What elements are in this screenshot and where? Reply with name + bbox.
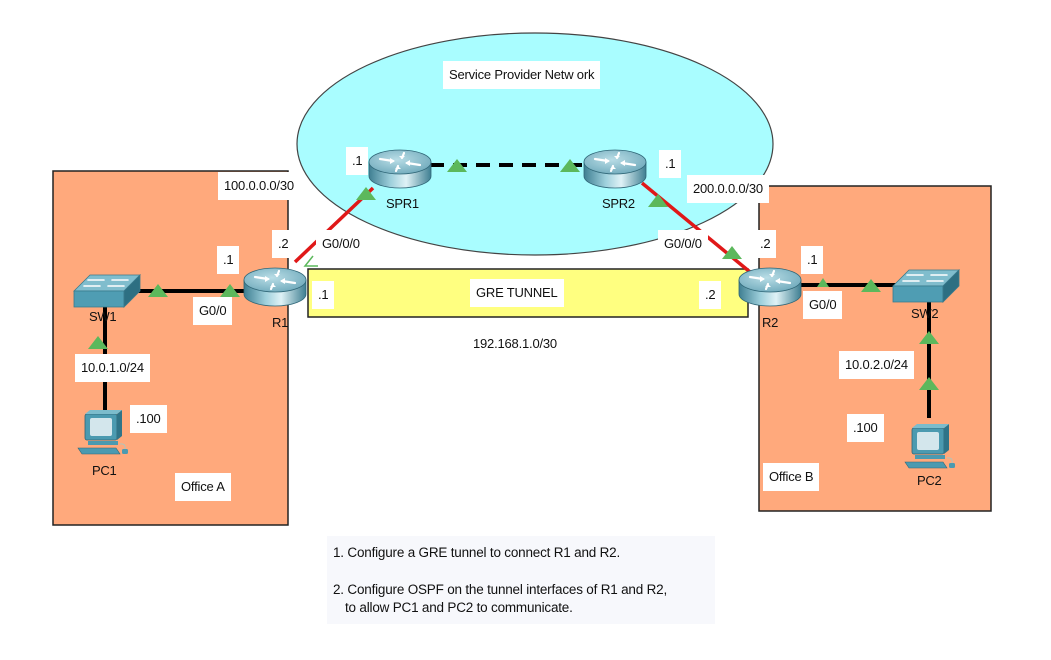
router-spr2-icon[interactable] — [582, 148, 648, 190]
link-up-icon — [919, 377, 939, 390]
link-up-icon — [88, 336, 108, 349]
r1-lan-address-label: .1 — [217, 246, 240, 274]
link-down-icon — [303, 255, 318, 267]
r2-wan-interface-label: G0/0/0 — [658, 230, 708, 258]
link-up-icon — [356, 187, 376, 200]
router-r1-icon[interactable] — [242, 266, 308, 308]
sw2-name: SW2 — [911, 306, 939, 321]
office-a-region — [52, 170, 289, 526]
pc1-address-label: .100 — [130, 405, 167, 433]
office-b-region — [758, 185, 992, 512]
spr2-name: SPR2 — [602, 196, 635, 211]
link-up-icon — [861, 279, 881, 292]
tunnel-r2-address-label: .2 — [699, 281, 722, 309]
tunnel-r1-address-label: .1 — [312, 281, 335, 309]
link-up-icon — [817, 278, 829, 287]
sw1-name: SW1 — [89, 309, 117, 324]
r1-name: R1 — [272, 315, 289, 330]
lan-a-network-label: 10.0.1.0/24 — [75, 354, 150, 382]
spr2-address-label: .1 — [659, 150, 682, 178]
office-a-label: Office A — [175, 473, 231, 501]
r2-lan-address-label: .1 — [801, 246, 824, 274]
tunnel-network-label: 192.168.1.0/30 — [467, 330, 563, 358]
link-r1-spr1 — [293, 186, 375, 264]
link-up-icon — [220, 284, 240, 297]
instruction-step-2-line-2: to allow PC1 and PC2 to communicate. — [345, 600, 573, 615]
r2-spr2-network-label: 200.0.0.0/30 — [687, 175, 769, 203]
r2-wan-address-label: .2 — [754, 230, 777, 258]
spr1-name: SPR1 — [386, 196, 419, 211]
link-up-icon — [919, 331, 939, 344]
link-up-icon — [560, 159, 580, 172]
gre-tunnel-label: GRE TUNNEL — [470, 279, 564, 307]
r1-spr1-network-label: 100.0.0.0/30 — [218, 172, 300, 200]
spr1-address-label: .1 — [346, 147, 369, 175]
link-status-indicators — [88, 159, 939, 390]
lan-b-network-label: 10.0.2.0/24 — [839, 351, 914, 379]
service-provider-label: Service Provider Netw ork — [443, 61, 601, 89]
r2-name: R2 — [762, 315, 779, 330]
router-r2-icon[interactable] — [737, 266, 803, 308]
link-up-icon — [148, 284, 168, 297]
pc1-name: PC1 — [92, 463, 117, 478]
r2-lan-interface-label: G0/0 — [803, 291, 843, 319]
link-up-icon — [447, 159, 467, 172]
r1-wan-address-label: .2 — [272, 230, 295, 258]
link-up-icon — [722, 246, 742, 259]
instruction-step-1: 1. Configure a GRE tunnel to connect R1 … — [333, 545, 621, 560]
router-spr1-icon[interactable] — [367, 148, 433, 190]
r1-lan-interface-label: G0/0 — [193, 297, 233, 325]
link-up-icon — [648, 194, 668, 207]
instruction-step-2-line-1: 2. Configure OSPF on the tunnel interfac… — [333, 582, 667, 597]
instructions-note: 1. Configure a GRE tunnel to connect R1 … — [327, 536, 715, 624]
pc2-address-label: .100 — [847, 414, 884, 442]
pc2-name: PC2 — [917, 473, 942, 488]
office-b-label: Office B — [763, 463, 820, 491]
r1-wan-interface-label: G0/0/0 — [316, 230, 366, 258]
